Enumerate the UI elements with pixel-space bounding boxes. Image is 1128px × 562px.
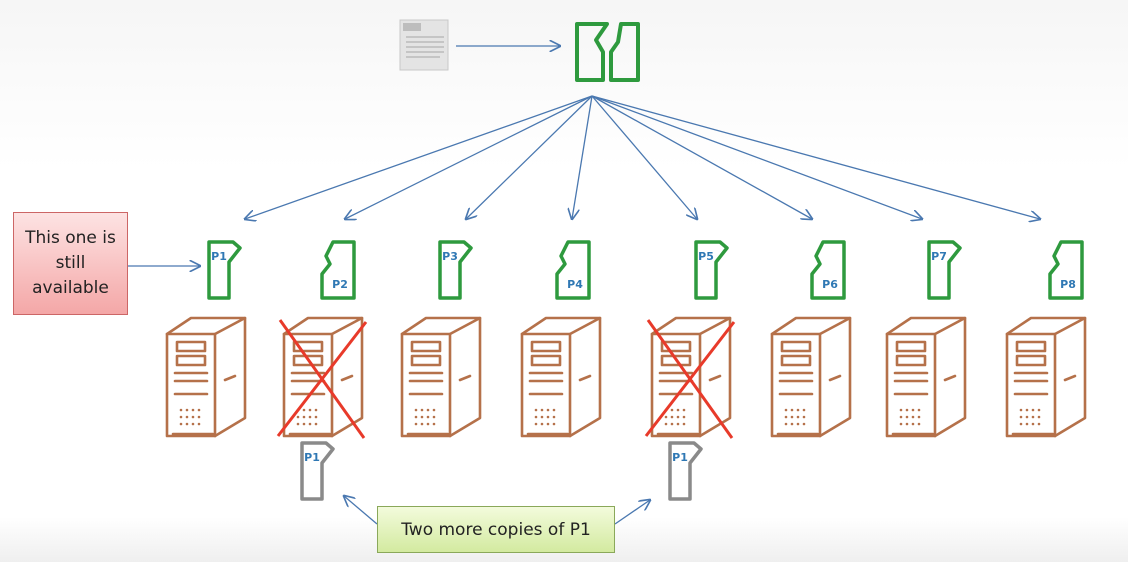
- partition-6: P6: [810, 240, 846, 300]
- replica-1: P1: [300, 441, 335, 501]
- available-callout: This one is still available: [13, 212, 128, 315]
- replica-2-label: P1: [672, 451, 688, 464]
- server-5: [650, 316, 732, 438]
- copies-arrow-right: [614, 500, 650, 525]
- fan-out-arrows: [245, 95, 1040, 219]
- partition-5-label: P5: [698, 250, 714, 263]
- partition-arrow-1: [245, 95, 593, 219]
- partition-2-label: P2: [332, 278, 348, 291]
- server-1: [165, 316, 247, 438]
- partition-6-label: P6: [822, 278, 838, 291]
- partition-1-label: P1: [211, 250, 227, 263]
- data-file-icon: [399, 19, 449, 71]
- server-row: [165, 316, 1087, 439]
- dataset-icon: [575, 22, 640, 82]
- partition-5: P5: [694, 240, 729, 300]
- partition-4: P4: [555, 240, 591, 300]
- server-6: [770, 316, 852, 438]
- partition-8-label: P8: [1060, 278, 1076, 291]
- server-4: [520, 316, 602, 438]
- partition-7-label: P7: [931, 250, 947, 263]
- server-7: [885, 316, 967, 438]
- copies-callout: Two more copies of P1: [377, 506, 615, 553]
- failure-cross-5: [644, 319, 736, 439]
- partition-arrow-4: [572, 95, 593, 219]
- partition-3: P3: [438, 240, 473, 300]
- replica-2: P1: [668, 441, 703, 501]
- replica-1-label: P1: [304, 451, 320, 464]
- partition-3-label: P3: [442, 250, 458, 263]
- copies-arrow-left: [344, 496, 378, 525]
- partition-1: P1: [207, 240, 242, 300]
- partition-7: P7: [927, 240, 962, 300]
- partition-4-label: P4: [567, 278, 583, 291]
- server-3: [400, 316, 482, 438]
- server-8: [1005, 316, 1087, 438]
- partition-arrow-7: [591, 95, 922, 219]
- failure-cross-2: [276, 319, 368, 439]
- replica-row: P1 P1: [300, 441, 703, 501]
- partition-arrow-6: [591, 95, 812, 219]
- partition-arrow-8: [591, 95, 1040, 219]
- partition-arrow-5: [591, 95, 697, 219]
- partition-arrow-3: [466, 95, 593, 219]
- partition-8: P8: [1048, 240, 1084, 300]
- partition-2: P2: [320, 240, 356, 300]
- partition-arrow-2: [345, 95, 593, 219]
